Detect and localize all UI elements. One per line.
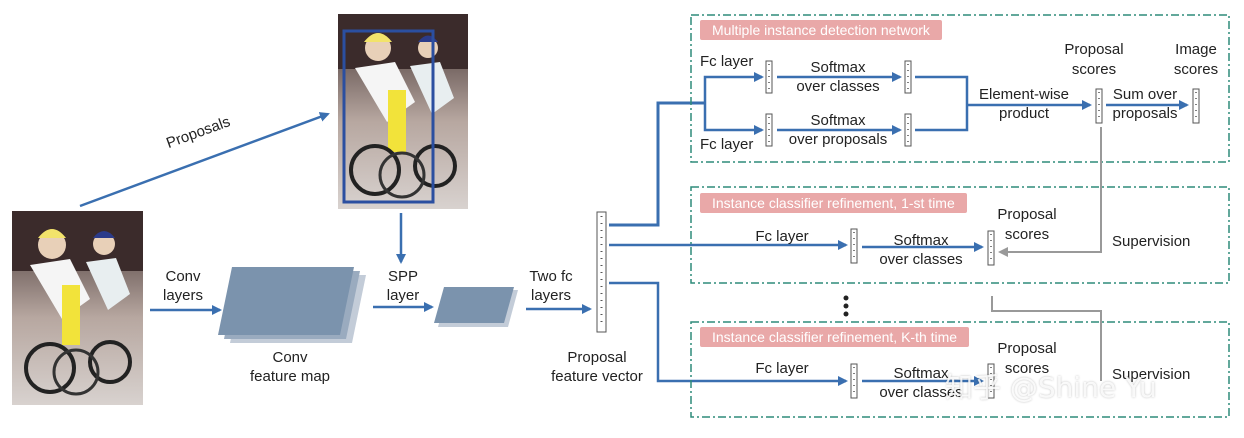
proposal-box — [342, 29, 435, 204]
two-fc-label-1: Two fc — [529, 268, 573, 285]
branch-midn-bottom — [703, 103, 764, 135]
refineK-softmax-2: over classes — [879, 384, 963, 401]
merge-top — [915, 75, 969, 132]
conv-feature-map — [218, 267, 366, 343]
refine-vector-dots — [853, 232, 992, 396]
conv-feature-map-label-2: feature map — [249, 368, 331, 385]
refine1-fc-layer: Fc layer — [755, 228, 809, 245]
refine-vectors — [850, 228, 995, 399]
refineK-proposal-scores-2: scores — [1004, 360, 1050, 377]
branch-midn — [609, 101, 705, 227]
conv-layers-label-2: layers — [162, 287, 204, 304]
refine1-proposal-scores-1: Proposal — [997, 206, 1057, 223]
refine1-softmax-1: Softmax — [893, 232, 949, 249]
midn-softmax-classes-1: Softmax — [810, 59, 866, 76]
midn-fc-layer-bottom: Fc layer — [700, 136, 754, 153]
refine1-softmax-2: over classes — [879, 251, 963, 268]
midn-fc-layer-top: Fc layer — [700, 53, 754, 70]
spp-label-1: SPP — [387, 268, 419, 285]
refineK-softmax-1: Softmax — [893, 365, 949, 382]
midn-elementwise-2: product — [998, 105, 1050, 122]
conv-feature-map-label-1: Conv — [272, 349, 308, 366]
supervision-K-line — [991, 296, 1102, 381]
refineK-proposal-scores-1: Proposal — [997, 340, 1057, 357]
midn-box — [690, 14, 1230, 163]
proposals-arrow — [79, 112, 330, 208]
two-fc-label-2: layers — [530, 287, 572, 304]
midn-proposal-scores-2: scores — [1071, 61, 1117, 78]
midn-softmax-proposals-2: over proposals — [788, 131, 888, 148]
spp-label-2: layer — [386, 287, 420, 304]
midn-proposal-scores-1: Proposal — [1064, 41, 1124, 58]
branch-midn-top — [703, 72, 764, 103]
spp-output — [434, 287, 518, 327]
midn-sum-1: Sum over — [1112, 86, 1178, 103]
midn-title: Multiple instance detection network — [700, 20, 942, 40]
supervision-1-line — [998, 127, 1102, 257]
refine1-box — [690, 186, 1230, 284]
midn-image-scores-1: Image — [1175, 41, 1217, 58]
conv-layers-label-1: Conv — [165, 268, 201, 285]
proposal-feature-vector-label-1: Proposal — [567, 349, 627, 366]
midn-vector-dots — [768, 64, 1197, 144]
refineK-title: Instance classifier refinement, K-th tim… — [700, 327, 970, 347]
midn-elementwise-1: Element-wise — [978, 86, 1070, 103]
proposal-image — [338, 14, 468, 209]
refine1-proposal-scores-2: scores — [1004, 226, 1050, 243]
watermark: 知乎 @Shine Yu — [945, 371, 1157, 404]
refineK-supervision: Supervision — [1112, 366, 1191, 383]
refineK-box — [690, 321, 1230, 418]
refine1-supervision: Supervision — [1112, 233, 1191, 250]
input-image — [12, 211, 143, 405]
refineK-fc-layer: Fc layer — [755, 360, 809, 377]
proposal-feature-vector — [596, 211, 607, 333]
midn-image-scores-2: scores — [1173, 61, 1219, 78]
midn-softmax-proposals-1: Softmax — [810, 112, 866, 129]
midn-softmax-classes-2: over classes — [796, 78, 880, 95]
branch-refineK — [609, 281, 848, 386]
midn-sum-2: proposals — [1112, 105, 1178, 122]
ellipsis — [843, 295, 849, 317]
refine1-title: Instance classifier refinement, 1-st tim… — [700, 193, 967, 213]
proposal-feature-vector-label-2: feature vector — [551, 368, 643, 385]
